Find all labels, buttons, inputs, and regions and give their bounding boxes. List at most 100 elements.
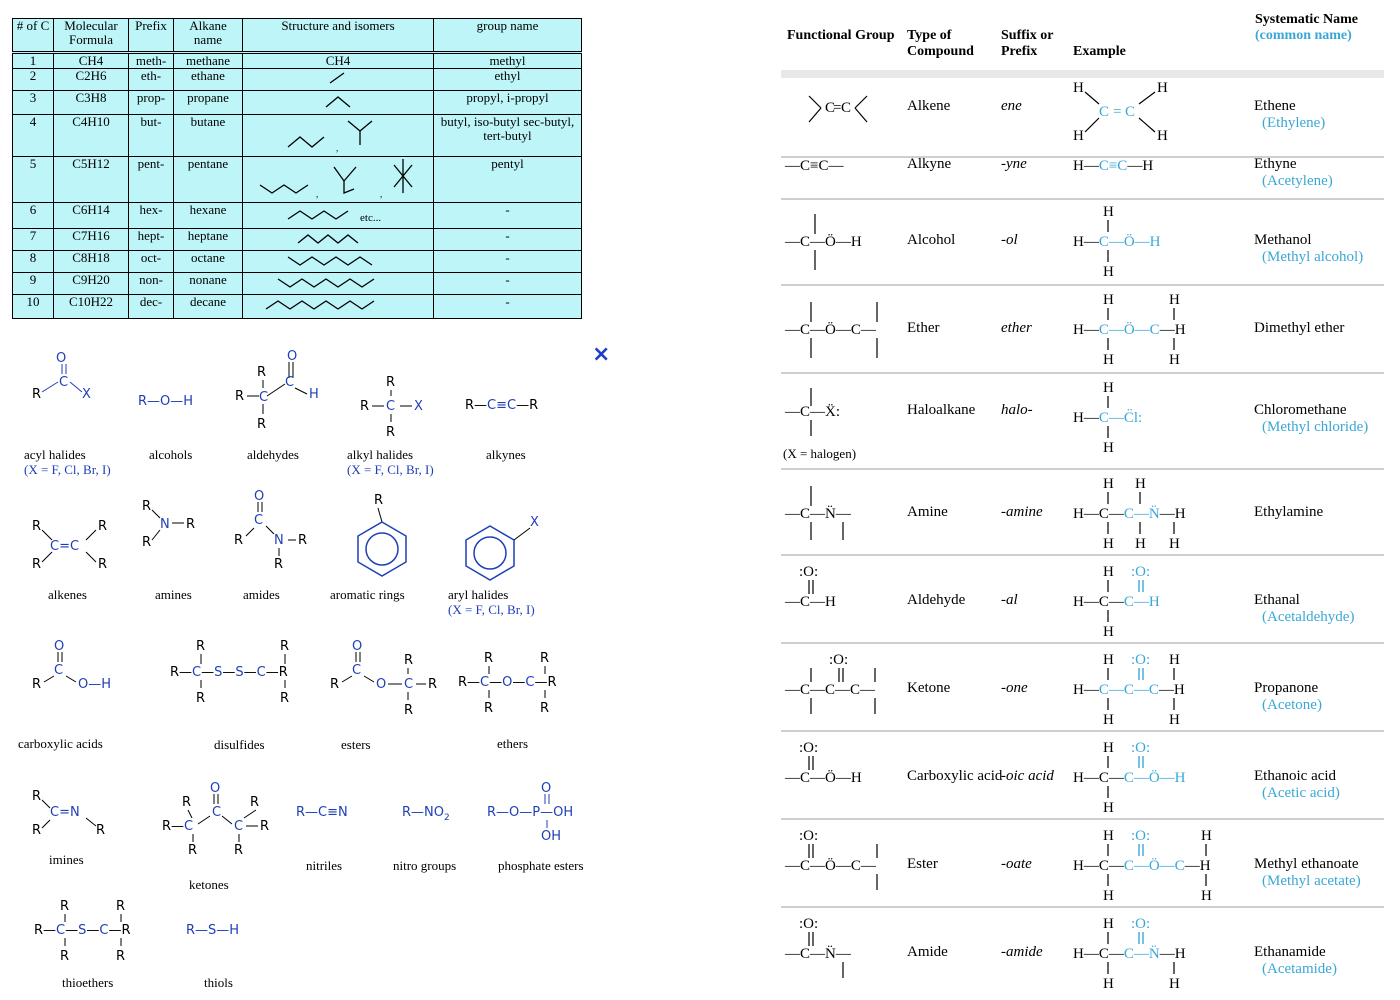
svg-text:C: C [825, 100, 835, 116]
svg-text:H: H [1103, 440, 1114, 456]
alkynes-label: alkynes [486, 447, 526, 462]
svg-text:OH: OH [541, 829, 561, 844]
row-rule [781, 156, 1384, 158]
svg-text:H: H [1135, 476, 1146, 492]
cell-structure: , [242, 114, 434, 157]
svg-text:C=C: C=C [50, 539, 79, 554]
svg-text::O:: :O: [1131, 564, 1150, 580]
imines-label: imines [49, 852, 84, 867]
amides-label: amides [243, 587, 280, 602]
col-header: # of C [12, 18, 54, 54]
svg-text:R: R [540, 651, 549, 666]
cell-formula: C3H8 [53, 90, 129, 115]
close-icon[interactable]: × [592, 342, 611, 367]
svg-text:R: R [280, 639, 289, 654]
svg-text:X: X [82, 387, 91, 402]
cell-n: 10 [12, 294, 54, 319]
svg-text:H: H [1103, 624, 1114, 640]
systematic-name: Ethanamide(Acetamide) [1254, 944, 1337, 977]
type-cell: Carboxylic acid [907, 768, 1003, 784]
halogen-note: (X = halogen) [783, 446, 857, 461]
carboxylic-acids-label: carboxylic acids [18, 736, 103, 751]
svg-text:R: R [32, 677, 41, 692]
svg-text:H: H [1201, 888, 1212, 904]
row-rule [781, 642, 1384, 644]
systematic-name: Methanol(Methyl alcohol) [1254, 232, 1364, 265]
svg-text:N: N [274, 533, 284, 548]
svg-text:R: R [540, 701, 549, 716]
svg-text:H—C—C—Ö—C—H: H—C—C—Ö—C—H [1073, 857, 1211, 874]
type-cell: Alkene [907, 98, 951, 114]
cell-formula: C8H18 [53, 250, 129, 273]
svg-text:H: H [1103, 828, 1114, 844]
cell-prefix: hept- [128, 228, 174, 251]
svg-text:C: C [1125, 104, 1135, 120]
svg-text:H—C—C—Ö—H: H—C—C—Ö—H [1073, 769, 1186, 786]
type-cell: Alcohol [907, 232, 956, 248]
svg-text:C: C [841, 100, 851, 116]
svg-text:H: H [1103, 536, 1114, 552]
svg-text:C: C [285, 375, 294, 390]
svg-text:—C—H: —C—H [784, 594, 836, 610]
row-rule [781, 198, 1384, 200]
svg-text:N: N [160, 517, 170, 532]
type-cell: Haloalkane [907, 402, 976, 418]
svg-text:R: R [142, 499, 151, 514]
suffix-cell: -oic acid [1001, 768, 1054, 784]
cell-prefix: prop- [128, 90, 174, 115]
header-systematic: Systematic Name(common name) [1255, 12, 1359, 43]
header-example: Example [1073, 44, 1126, 59]
butane-structure: , [287, 120, 373, 153]
cell-n: 2 [12, 68, 54, 91]
table-row-amide: :O:—C—N̈— Amide -amide H:O: H—C—C—N̈—H H… [781, 908, 1384, 996]
col-header: Structure and isomers [242, 18, 434, 54]
svg-text:H—C—Ö—C—H: H—C—Ö—C—H [1073, 321, 1186, 338]
table-row-aldehyde: :O:—C—H Aldehyde -al H:O: H—C—C—H H Etha… [781, 556, 1384, 644]
cell-structure [242, 294, 434, 319]
cell-prefix: oct- [128, 250, 174, 273]
phosphate-ester-structure: O R—O—P—OH OH [487, 780, 607, 850]
cell-formula: CH4 [53, 52, 129, 69]
aldehydes-label: aldehydes [247, 447, 299, 462]
cell-name: pentane [173, 156, 243, 203]
propane-structure [325, 96, 351, 108]
ketone-group-icon: :O:—C—C—C— [784, 652, 876, 714]
svg-text:C=N: C=N [50, 805, 80, 820]
svg-text:H: H [1201, 828, 1212, 844]
carboxylic-acid-group-icon: :O:—C—Ö—H [784, 740, 862, 786]
ethyne-example: H—C≡C—H [1073, 158, 1153, 174]
table-row-ester: :O:—C—Ö—C— Ester -oate H:O:H H—C—C—Ö—C—H… [781, 820, 1384, 908]
suffix-cell: ene [1001, 98, 1022, 114]
type-cell: Alkyne [907, 156, 952, 172]
svg-text:C: C [54, 663, 63, 678]
cell-n: 3 [12, 90, 54, 115]
svg-text:H—C—C—C—H: H—C—C—C—H [1073, 682, 1185, 698]
suffix-cell: -oate [1001, 856, 1032, 872]
svg-text:C: C [254, 513, 263, 528]
nitriles-label: nitriles [306, 858, 343, 873]
svg-text:R: R [404, 703, 413, 718]
cell-structure: CH4 [242, 52, 434, 69]
alcohol-group-icon: —C—Ö—H [784, 214, 862, 270]
alkene-group-icon: C=C [808, 95, 868, 123]
col-header: Prefix [128, 18, 174, 54]
systematic-name: Ethylamine [1254, 504, 1324, 520]
ether-group-icon: —C—Ö—C— [784, 302, 878, 358]
ketones-label: ketones [189, 877, 229, 892]
systematic-name: Chloromethane(Methyl chloride) [1254, 402, 1369, 435]
svg-text:R: R [386, 425, 395, 440]
table-row: 3 C3H8 prop- propane propyl, i-propyl [12, 90, 582, 115]
svg-text:=: = [833, 100, 841, 116]
cell-prefix: pent- [128, 156, 174, 203]
header-functional-group: Functional Group [787, 28, 895, 43]
